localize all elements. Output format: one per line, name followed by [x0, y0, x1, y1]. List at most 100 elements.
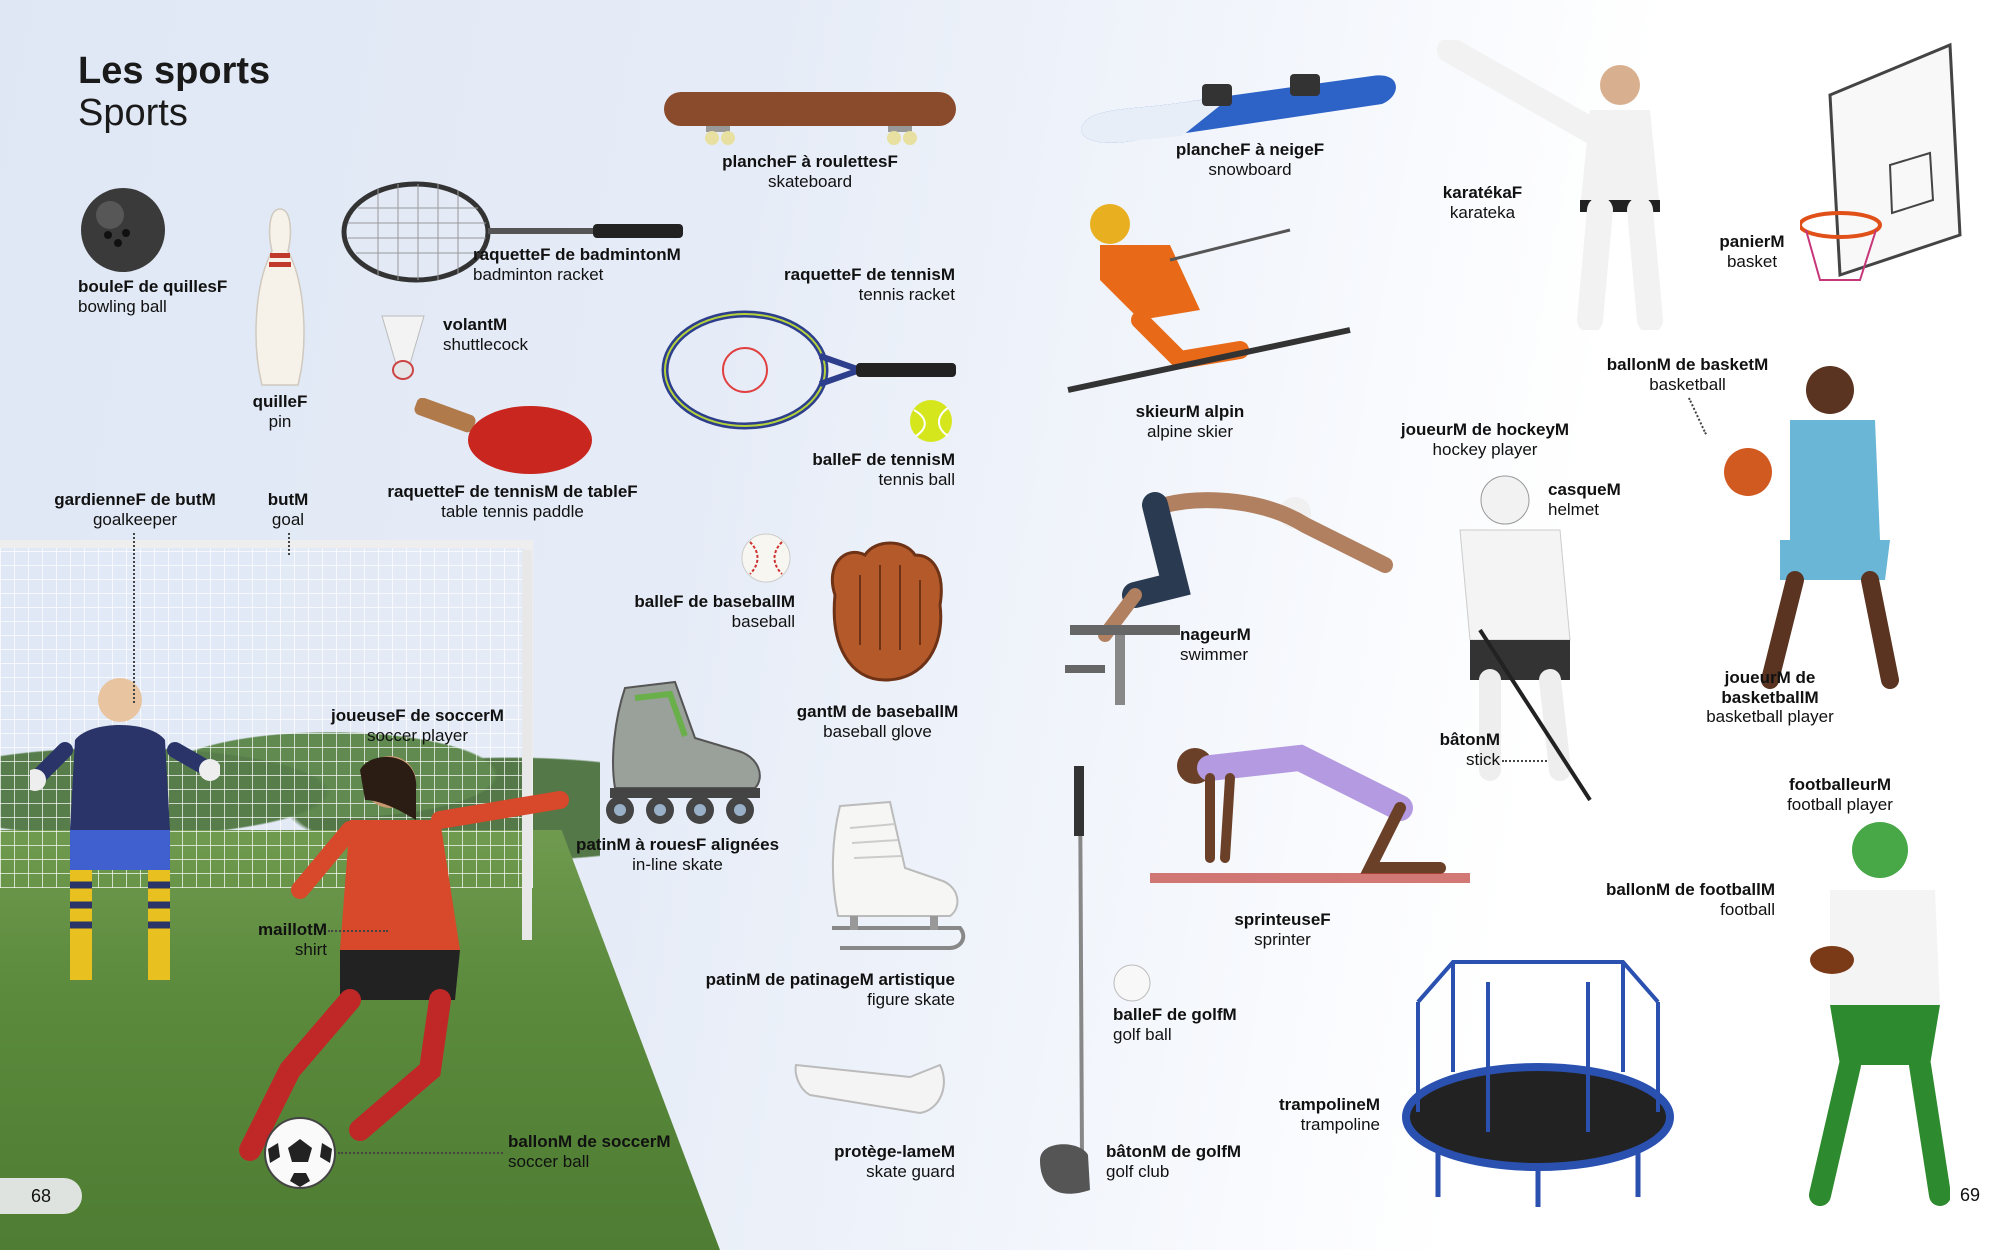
- label-fr: balleF de golfM: [1113, 1005, 1237, 1024]
- label-shuttlecock: volantM shuttlecock: [443, 315, 528, 354]
- label-fr: protège-lameM: [834, 1142, 955, 1161]
- table-tennis-paddle-icon: [414, 398, 592, 474]
- label-fr: patinM de patinageM artistique: [705, 970, 955, 989]
- label-trampoline: trampolineM trampoline: [1250, 1095, 1380, 1134]
- label-en: baseball: [731, 611, 795, 631]
- label-fr: bouleF de quillesF: [78, 277, 228, 296]
- sprinter-figure: [1150, 744, 1470, 883]
- tennis-ball-icon: [910, 400, 952, 442]
- label-soccer-player: joueuseF de soccerM soccer player: [325, 706, 510, 745]
- leader-line: [338, 1152, 503, 1154]
- label-en: trampoline: [1300, 1114, 1380, 1134]
- label-goalkeeper: gardienneF de butM goalkeeper: [50, 490, 220, 529]
- label-fr: bâtonM de golfM: [1106, 1142, 1242, 1161]
- label-shirt: maillotM shirt: [255, 920, 327, 959]
- label-en: basketball: [1649, 374, 1726, 394]
- snowboard-icon: [1081, 74, 1396, 143]
- label-fr: bâtonM: [1439, 730, 1500, 749]
- label-inline-skate: patinM à rouesF alignées in-line skate: [560, 835, 795, 874]
- label-fr: maillotM: [258, 920, 327, 939]
- goal-post: [522, 550, 532, 940]
- label-fr: balleF de tennisM: [812, 450, 955, 469]
- label-fr: raquetteF de badmintonM: [473, 245, 681, 264]
- label-en: stick: [1466, 749, 1500, 769]
- label-fr: joueurM de: [1724, 668, 1816, 687]
- leader-line: [1502, 760, 1547, 762]
- skate-guard-icon: [794, 1063, 945, 1115]
- title-french: Les sports: [78, 50, 271, 92]
- label-fr: joueurM de hockeyM: [1400, 420, 1570, 439]
- label-en: golf club: [1106, 1161, 1170, 1181]
- label-pin: quilleF pin: [245, 392, 315, 431]
- soccer-player-figure: [239, 756, 569, 1161]
- golf-club-icon: [1040, 765, 1090, 1194]
- title-english: Sports: [78, 92, 188, 134]
- label-helmet: casqueM helmet: [1548, 480, 1621, 519]
- label-tennis-racket: raquetteF de tennisM tennis racket: [760, 265, 955, 304]
- label-en: shuttlecock: [443, 334, 529, 354]
- label-en: football: [1720, 899, 1775, 919]
- label-basketball: ballonM de basketM basketball: [1605, 355, 1770, 394]
- label-en: swimmer: [1180, 644, 1248, 664]
- label-bowling-ball: bouleF de quillesF bowling ball: [78, 277, 227, 316]
- label-en: basketball player: [1706, 707, 1834, 727]
- label-skate-guard: protège-lameM skate guard: [790, 1142, 955, 1181]
- label-fr: karatékaF: [1442, 183, 1523, 202]
- badminton-racket-icon: [341, 181, 683, 283]
- label-fr: patinM à rouesF alignées: [575, 835, 780, 854]
- label-en: skate guard: [866, 1161, 955, 1181]
- label-en: karateka: [1449, 202, 1516, 222]
- label-alpine-skier: skieurM alpin alpine skier: [1110, 402, 1270, 441]
- label-fr: nageurM: [1180, 625, 1251, 644]
- inline-skate-icon: [606, 680, 761, 824]
- football-player-figure: [1809, 822, 1950, 1206]
- bowling-ball-icon: [81, 188, 165, 272]
- label-badminton-racket: raquetteF de badmintonM badminton racket: [473, 245, 681, 284]
- baseball-glove-icon: [830, 541, 943, 682]
- leader-line: [328, 930, 388, 932]
- swimmer-figure: [1065, 492, 1393, 705]
- bowling-pin-icon: [255, 208, 305, 386]
- label-fr: skieurM alpin: [1135, 402, 1245, 421]
- label-en: football player: [1787, 794, 1893, 814]
- label-table-tennis-paddle: raquetteF de tennisM de tableF table ten…: [375, 482, 650, 521]
- label-en: soccer player: [366, 725, 469, 745]
- label-sprinter: sprinteuseF sprinter: [1200, 910, 1365, 949]
- label-en: skateboard: [767, 171, 853, 191]
- label-football: ballonM de footballM football: [1590, 880, 1775, 919]
- label-fr: butM: [267, 490, 309, 509]
- label-fr: plancheF à roulettesF: [722, 152, 898, 171]
- label-basketball-player: joueurM de basketballM basketball player: [1690, 668, 1850, 727]
- goalkeeper-figure: [30, 678, 220, 980]
- leader-line: [133, 533, 135, 703]
- tennis-racket-icon: [661, 310, 956, 430]
- basketball-hoop-icon: [1800, 42, 1962, 281]
- label-golf-club: bâtonM de golfM golf club: [1106, 1142, 1241, 1181]
- label-fr: raquetteF de tennisM: [784, 265, 955, 284]
- karateka-figure: [1437, 40, 1663, 330]
- label-skateboard: plancheF à roulettesF skateboard: [700, 152, 920, 191]
- label-basket: panierM basket: [1712, 232, 1792, 271]
- label-en: baseball glove: [823, 721, 932, 741]
- label-karateka: karatékaF karateka: [1420, 183, 1545, 222]
- label-en: shirt: [294, 939, 327, 959]
- label-baseball: balleF de baseballM baseball: [600, 592, 795, 631]
- label-en: alpine skier: [1147, 421, 1233, 441]
- label-fr: footballeurM: [1789, 775, 1891, 794]
- label-soccer-ball: ballonM de soccerM soccer ball: [508, 1132, 670, 1171]
- label-figure-skate: patinM de patinageM artistique figure sk…: [680, 970, 955, 1009]
- label-en: snowboard: [1208, 159, 1292, 179]
- label-fr: plancheF à neigeF: [1175, 140, 1325, 159]
- label-goal: butM goal: [260, 490, 316, 529]
- label-en: goal: [271, 509, 305, 529]
- alpine-skier-figure: [1067, 204, 1351, 393]
- label-en: tennis ball: [878, 469, 955, 489]
- leader-line: [288, 533, 290, 555]
- label-en: tennis racket: [858, 284, 955, 304]
- label-en: basket: [1726, 251, 1778, 271]
- label-tennis-ball: balleF de tennisM tennis ball: [790, 450, 955, 489]
- hockey-player-figure: [1459, 475, 1592, 802]
- label-fr: ballonM de basketM: [1606, 355, 1769, 374]
- label-fr: volantM: [443, 315, 508, 334]
- figure-skate-icon: [831, 800, 966, 950]
